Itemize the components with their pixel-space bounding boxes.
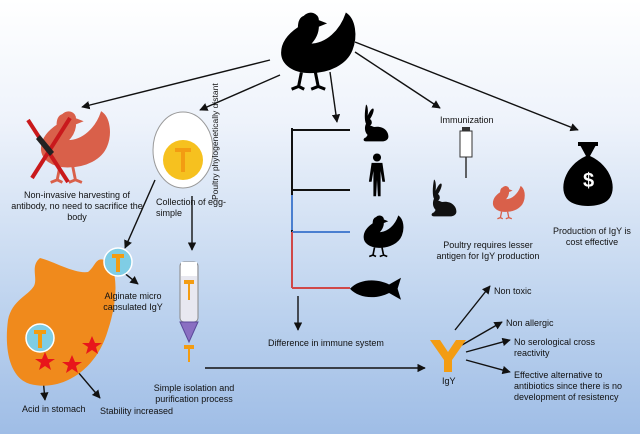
hen-icon: [280, 11, 357, 91]
stomach-icon: [6, 258, 116, 386]
label-phylo: Poultry phylogenetically distant: [210, 83, 220, 200]
dollar-sign: $: [583, 170, 595, 192]
immunized-hen-icon: [492, 185, 526, 220]
crossed-hen-icon: [26, 110, 111, 184]
human-icon: [368, 153, 386, 197]
label-collection-egg: Collection of egg-simple: [156, 197, 227, 218]
label-effective-alt: Effective alternative to antibiotics sin…: [514, 370, 623, 402]
rabbit-icon: [363, 104, 389, 142]
label-poultry-antigen: Poultry requires lesser antigen for IgY …: [436, 240, 540, 261]
immunized-rabbit-icon: [431, 179, 457, 217]
money-bag-icon: [563, 142, 613, 206]
tube-icon: [179, 261, 199, 362]
label-acid-stomach: Acid in stomach: [22, 404, 86, 414]
label-cost-effective: Production of IgY is cost effective: [553, 226, 631, 247]
alginate-capsule-icon: [103, 247, 133, 277]
small-hen-icon: [363, 215, 404, 258]
label-no-cross: No serological cross reactivity: [514, 337, 596, 358]
egg-icon: [152, 111, 214, 189]
label-alginate: Alginate micro capsulated IgY: [103, 291, 163, 312]
phylo-tree: [291, 128, 350, 289]
label-igy: IgY: [442, 376, 456, 386]
label-immunization: Immunization: [440, 115, 494, 125]
fish-icon: [350, 277, 401, 300]
label-non-invasive: Non-invasive harvesting of antibody, no …: [11, 190, 143, 222]
knife-icon: [36, 135, 54, 156]
label-non-allergic: Non allergic: [506, 318, 554, 328]
label-difference-immune: Difference in immune system: [268, 338, 384, 348]
antibody-icon: [430, 340, 466, 372]
label-non-toxic: Non toxic: [494, 286, 532, 296]
label-stability: Stability increased: [100, 406, 174, 416]
label-simple-isolation: Simple isolation and purification proces…: [153, 383, 235, 404]
syringe-icon: [459, 127, 473, 178]
